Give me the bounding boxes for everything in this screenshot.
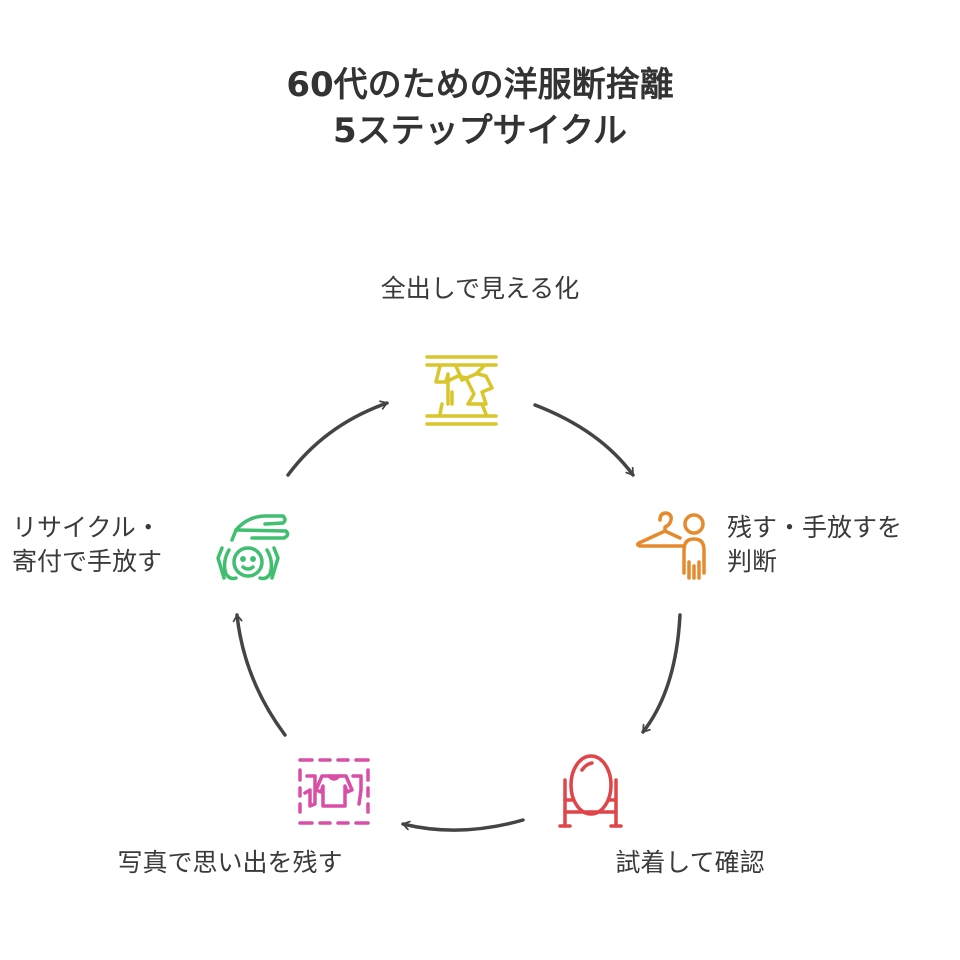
step-2-text-line-1: 残す・手放すを [727,513,903,542]
arrow-step2-to-step3 [641,613,682,734]
step-label-decide: 残す・手放すを 判断 [727,511,902,579]
arrow-step5-to-step1 [286,400,389,477]
giving-hand-icon [216,514,290,581]
step-label-full-display: 全出しで見える化 [0,272,960,306]
arrow-step1-to-step2 [533,403,635,477]
step-4-text: 写真で思い出を残す [117,848,343,877]
step-label-recycle-donate: リサイクル・ 寄付で手放す [12,511,162,579]
title-line-1: 60代のための洋服断捨離 [286,65,674,105]
step-label-try-on: 試着して確認 [560,846,820,880]
step-5-text-line-2: 寄付で手放す [12,547,163,576]
clothes-rack-icon [425,355,498,426]
mirror-icon [558,754,623,828]
step-2-text-line-2: 判断 [727,547,778,576]
step-3-text: 試着して確認 [615,848,765,877]
clothes-photo-icon [298,758,370,825]
cycle-arrows [232,400,682,832]
step-1-text: 全出しで見える化 [380,274,580,303]
arrow-step4-to-step5 [232,613,287,737]
diagram-title: 60代のための洋服断捨離 5ステップサイクル [0,62,960,154]
arrow-step3-to-step4 [401,818,525,832]
step-label-photo-memory: 写真で思い出を残す [80,846,380,880]
step-5-text-line-1: リサイクル・ [12,513,161,542]
hanger-person-icon [635,511,706,580]
title-line-2: 5ステップサイクル [333,111,627,151]
